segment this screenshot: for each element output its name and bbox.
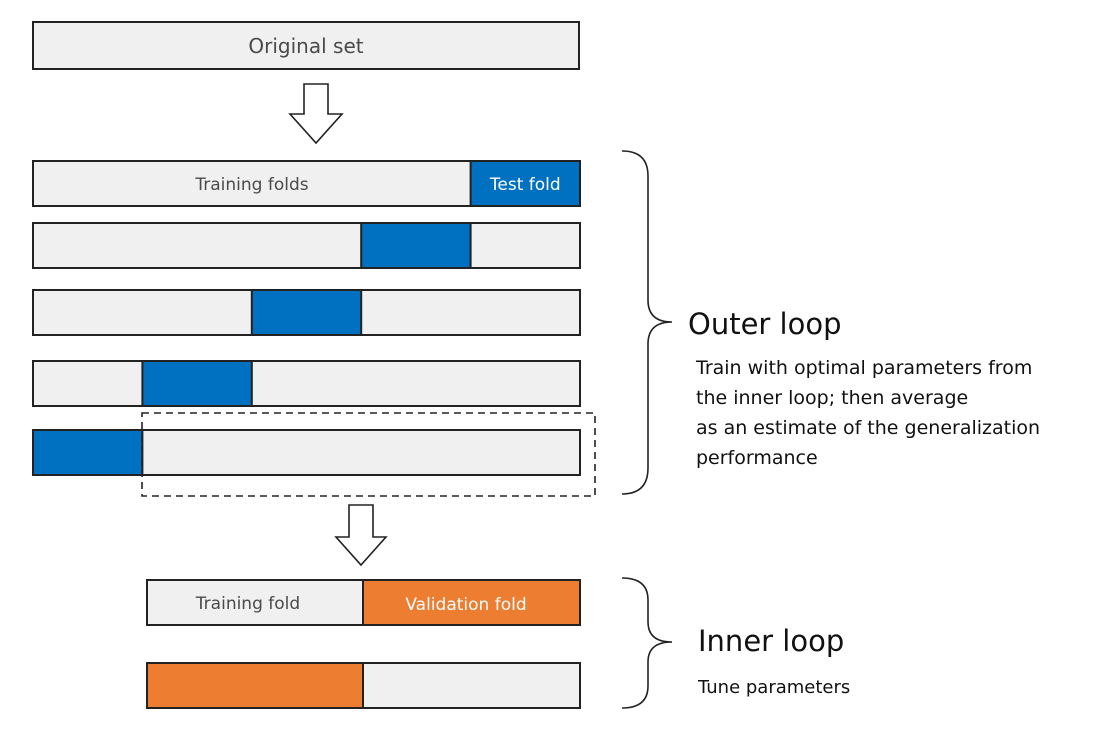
- inner-loop-title: Inner loop: [698, 624, 844, 658]
- outer-test-segment: [360, 222, 472, 269]
- outer-test-segment: [141, 360, 253, 407]
- inner-selection-dashed-box: [141, 412, 596, 497]
- outer-fold-rows: Training folds Test fold: [32, 160, 582, 476]
- outer-fold-row: [32, 429, 581, 476]
- outer-test-segment: [32, 429, 144, 476]
- outer-loop-desc-line-4: performance: [696, 447, 818, 469]
- outer-loop-desc-line-1: Train with optimal parameters from: [695, 357, 1032, 379]
- original-set-label: Original set: [248, 34, 363, 58]
- outer-fold-row: Training folds Test fold: [32, 160, 582, 207]
- outer-test-segment: [469, 160, 582, 207]
- inner-row-2-training: [362, 662, 581, 709]
- outer-test-label: Test fold: [489, 175, 561, 195]
- outer-training-segment: [32, 360, 581, 407]
- inner-loop-brace: [621, 577, 673, 709]
- outer-training-segment: [32, 222, 581, 269]
- outer-loop-title: Outer loop: [688, 307, 842, 341]
- inner-row-1-validation: [362, 579, 581, 626]
- outer-training-label: Training folds: [194, 175, 308, 195]
- inner-validation-label: Validation fold: [405, 595, 526, 615]
- down-arrow-2: [334, 504, 388, 567]
- inner-loop-desc: Tune parameters: [697, 677, 850, 698]
- outer-loop-desc-line-2: the inner loop; then average: [696, 387, 968, 409]
- inner-row-1-training: [146, 579, 364, 626]
- outer-fold-row: [32, 222, 581, 269]
- outer-fold-row: [32, 289, 581, 336]
- outer-loop-brace: [621, 150, 673, 495]
- outer-loop-desc-line-3: as an estimate of the generalization: [696, 417, 1040, 439]
- inner-training-label: Training fold: [195, 594, 300, 614]
- outer-fold-row: [32, 360, 581, 407]
- inner-row-2-validation: [146, 662, 364, 709]
- down-arrow-1: [288, 83, 344, 145]
- original-set-bar: [32, 21, 580, 70]
- outer-test-segment: [250, 289, 363, 336]
